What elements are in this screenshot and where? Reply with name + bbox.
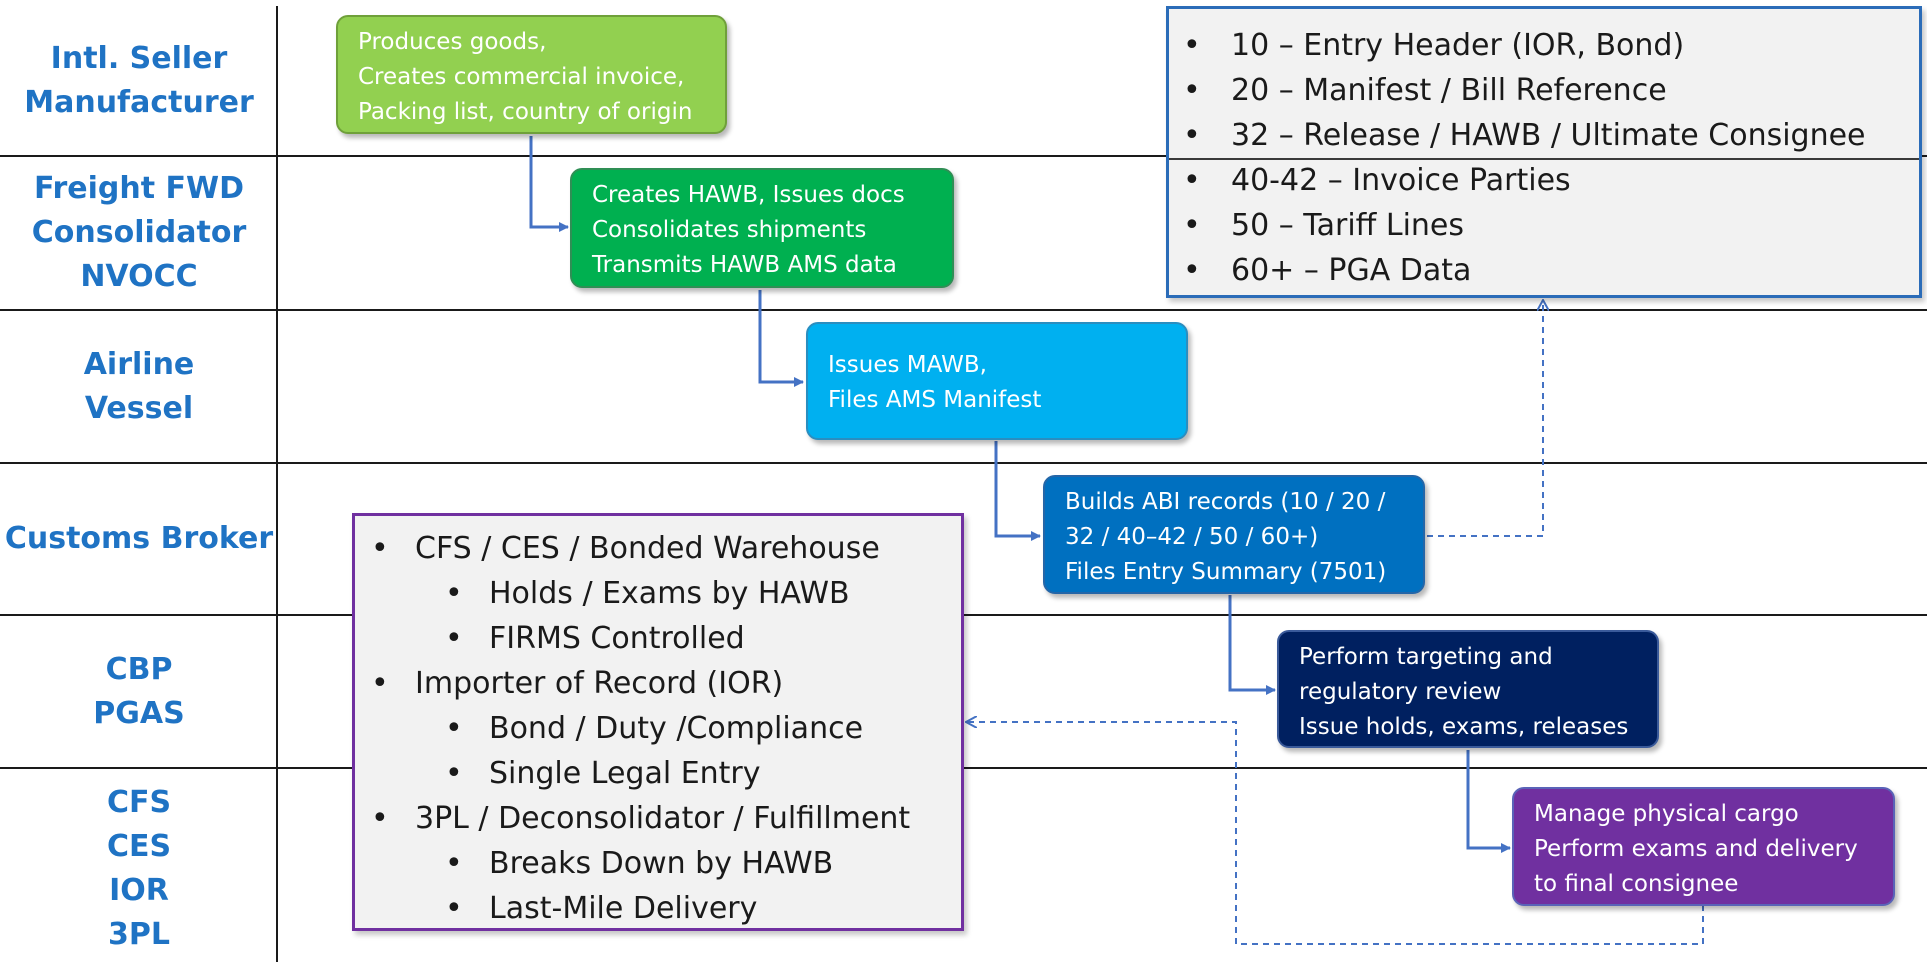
lane-divider (0, 309, 1927, 311)
role-detail-item: Holds / Exams by HAWB (355, 571, 961, 616)
role-detail-item: Bond / Duty /Compliance (355, 706, 961, 751)
flow-arrow-cbp-to-cfs (1466, 750, 1511, 853)
abi-record-item: 20 – Manifest / Bill Reference (1169, 68, 1919, 113)
abi-record-item: 40-42 – Invoice Parties (1169, 158, 1919, 203)
role-detail-item: Breaks Down by HAWB (355, 841, 961, 886)
process-box-cfs: Manage physical cargo Perform exams and … (1512, 787, 1895, 906)
abi-record-item: 60+ – PGA Data (1169, 248, 1919, 293)
dashed-link-cfs-to-roles (967, 722, 1704, 945)
role-detail-item: Single Legal Entry (355, 751, 961, 796)
abi-records-box: 10 – Entry Header (IOR, Bond) 20 – Manif… (1166, 6, 1922, 298)
flow-arrow-carrier-to-broker (994, 441, 1041, 541)
process-box-forwarder: Creates HAWB, Issues docs Consolidates s… (570, 168, 954, 288)
role-detail-item: Last-Mile Delivery (355, 886, 961, 931)
roles-box: CFS / CES / Bonded Warehouse Holds / Exa… (352, 513, 964, 931)
lane-label-carrier: Airline Vessel (83, 346, 195, 426)
lane-divider (0, 155, 1927, 157)
role-group-item: Importer of Record (IOR) (355, 661, 961, 706)
process-box-broker: Builds ABI records (10 / 20 / 32 / 40–42… (1043, 475, 1425, 594)
process-box-seller: Produces goods, Creates commercial invoi… (336, 15, 727, 134)
flow-arrow-broker-to-cbp (1228, 595, 1276, 695)
flow-arrow-forwarder-to-carrier (758, 290, 804, 387)
lane-label-forwarder: Freight FWD Consolidator NVOCC (31, 171, 247, 294)
lane-divider-vertical (276, 6, 278, 962)
abi-record-list: 10 – Entry Header (IOR, Bond) 20 – Manif… (1169, 23, 1919, 293)
lane-divider (0, 462, 1927, 464)
abi-record-item: 10 – Entry Header (IOR, Bond) (1169, 23, 1919, 68)
process-box-cbp: Perform targeting and regulatory review … (1277, 630, 1659, 748)
lane-label-seller: Intl. Seller Manufacturer (24, 41, 254, 120)
flow-arrow-seller-to-forwarder (529, 136, 569, 232)
role-detail-item: FIRMS Controlled (355, 616, 961, 661)
role-group-item: 3PL / Deconsolidator / Fulfillment (355, 796, 961, 841)
lane-label-cbp: CBP PGAS (93, 651, 185, 731)
roles-list: CFS / CES / Bonded Warehouse Holds / Exa… (355, 526, 961, 931)
abi-record-item: 50 – Tariff Lines (1169, 203, 1919, 248)
lane-label-broker: Customs Broker (4, 521, 274, 556)
abi-record-item: 32 – Release / HAWB / Ultimate Consignee (1169, 113, 1919, 158)
dashed-link-broker-to-abi-records (1427, 301, 1543, 537)
lane-label-cfs: CFS CES IOR 3PL (106, 785, 172, 952)
role-group-item: CFS / CES / Bonded Warehouse (355, 526, 961, 571)
process-box-carrier: Issues MAWB, Files AMS Manifest (806, 322, 1188, 440)
